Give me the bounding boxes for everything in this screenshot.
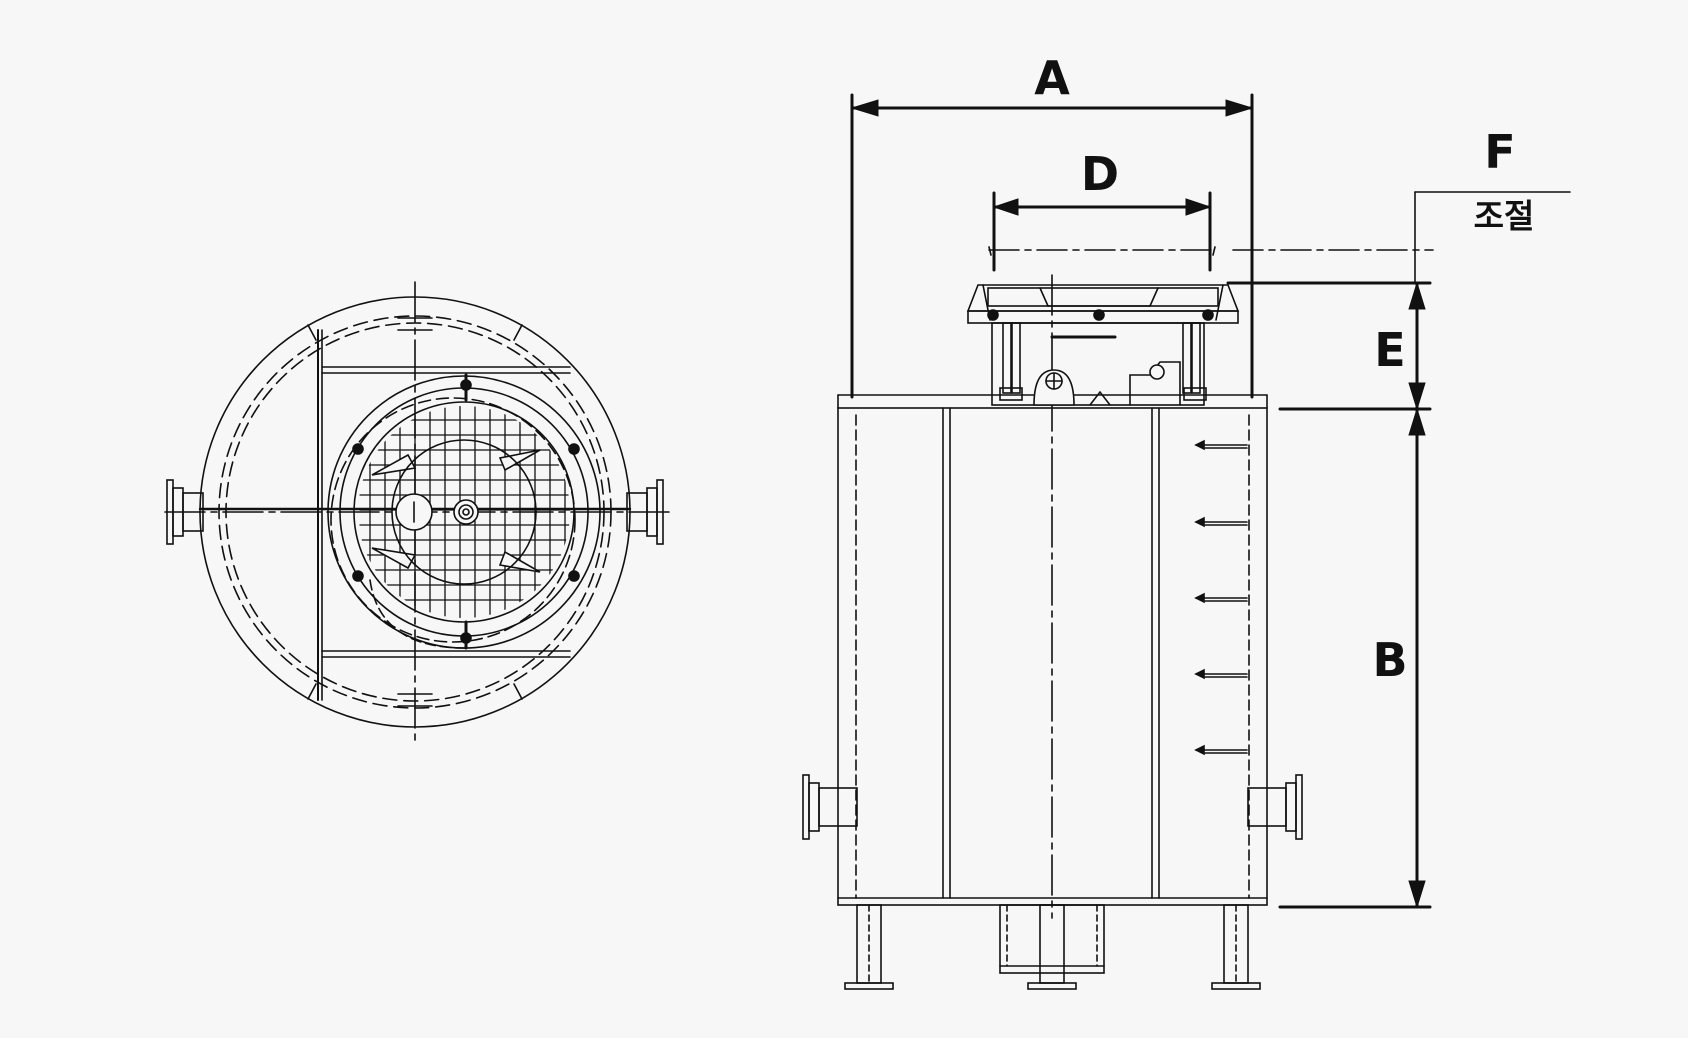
top-view xyxy=(164,281,671,745)
drain-box xyxy=(999,904,1105,974)
dim-label-E: E xyxy=(1374,323,1406,377)
dim-label-B: B xyxy=(1372,633,1408,687)
hub xyxy=(453,499,479,525)
dim-note-adjust: 조절 xyxy=(1473,196,1535,236)
dim-label-F: F xyxy=(1484,125,1516,179)
side-nozzle-right xyxy=(1295,774,1303,840)
dim-label-A: A xyxy=(1034,51,1070,105)
side-view xyxy=(802,246,1434,990)
outer-shell xyxy=(199,296,631,728)
dim-label-D: D xyxy=(1080,147,1120,201)
side-nozzle-left xyxy=(802,774,810,840)
level-markers xyxy=(1194,439,1248,756)
top-unit xyxy=(966,246,1434,406)
dimension-lines xyxy=(850,93,1571,909)
